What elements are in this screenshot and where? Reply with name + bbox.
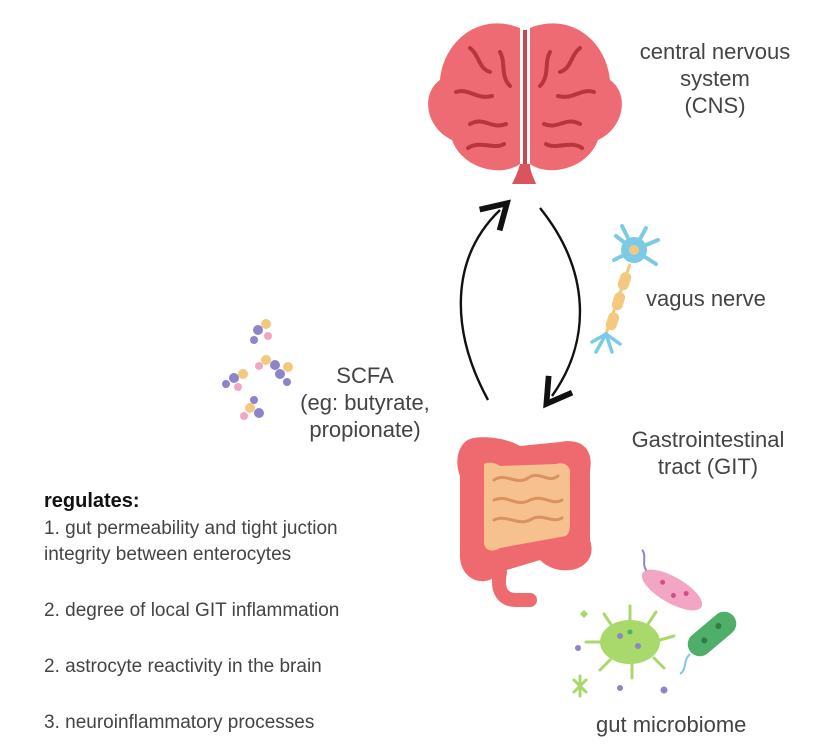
vagus-nerve-label: vagus nerve bbox=[646, 286, 766, 311]
scfa-label: SCFA (eg: butyrate, propionate) bbox=[280, 362, 450, 443]
regulates-item-3: 2. astrocyte reactivity in the brain bbox=[44, 656, 322, 677]
regulates-item-1b: integrity between enterocytes bbox=[44, 544, 292, 565]
scfa-label-line1: SCFA bbox=[336, 363, 394, 388]
scfa-molecules-icon bbox=[222, 319, 293, 420]
regulates-item-2: 2. degree of local GIT inflammation bbox=[44, 600, 340, 621]
brain-icon bbox=[428, 23, 622, 184]
gut-microbiome-label: gut microbiome bbox=[596, 712, 747, 737]
cns-label-line1: central nervous bbox=[639, 39, 791, 64]
git-label-line2: tract (GIT) bbox=[657, 454, 759, 479]
cns-label: central nervous system (CNS) bbox=[620, 38, 810, 119]
intestine-icon bbox=[457, 437, 592, 607]
arrow-down-icon bbox=[539, 207, 582, 396]
cns-label-line3: (CNS) bbox=[684, 93, 746, 118]
cns-label-line2: system bbox=[680, 66, 750, 91]
git-label-line1: Gastrointestinal bbox=[631, 427, 785, 452]
scfa-label-line2: (eg: butyrate, bbox=[300, 390, 430, 415]
regulates-item-4: 3. neuroinflammatory processes bbox=[44, 712, 315, 733]
scfa-label-line3: propionate) bbox=[309, 417, 421, 442]
arrow-up-icon bbox=[459, 210, 500, 401]
regulates-heading: regulates: bbox=[44, 490, 140, 512]
regulates-item-1a: 1. gut permeability and tight juction bbox=[44, 518, 338, 539]
git-label: Gastrointestinal tract (GIT) bbox=[608, 426, 808, 480]
neuron-icon bbox=[590, 224, 660, 354]
bacteria-icon bbox=[572, 549, 737, 698]
